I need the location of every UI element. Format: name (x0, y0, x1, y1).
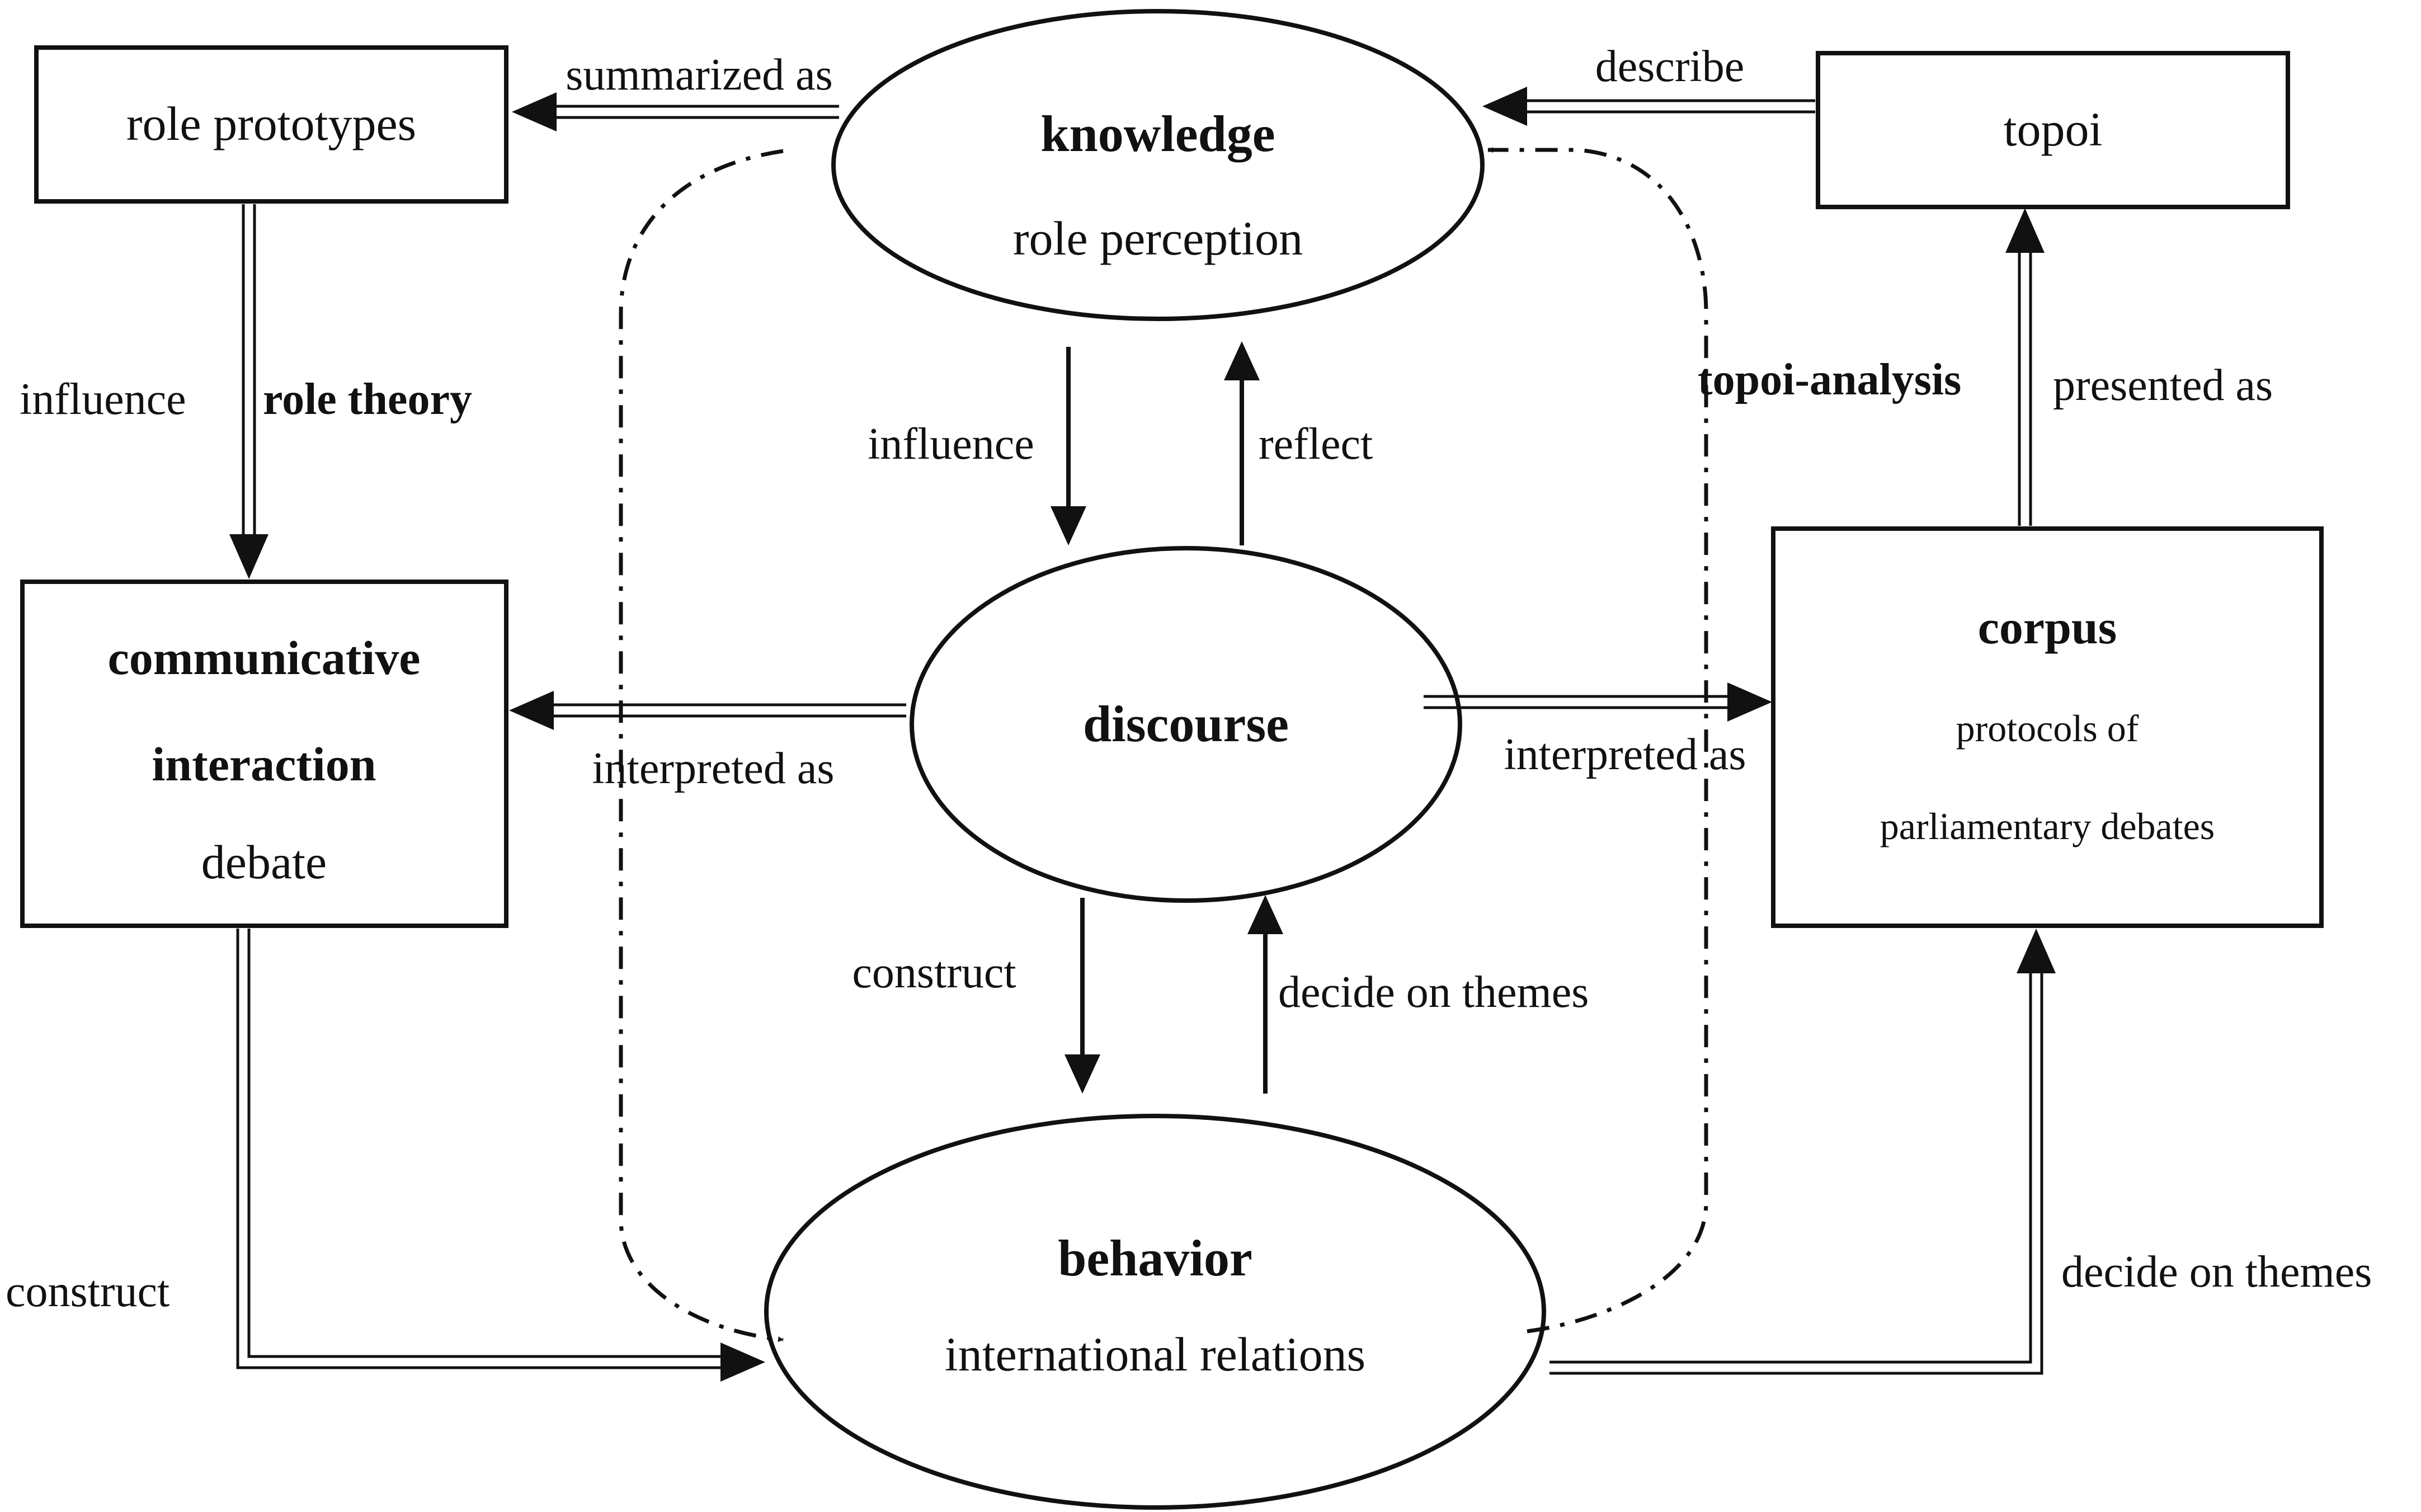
knowledge-subtitle: role perception (1013, 211, 1303, 265)
communicative-interaction-title-2: interaction (152, 737, 376, 791)
arrowhead-influence-center (1051, 506, 1086, 545)
label-summarized-as: summarized as (566, 50, 833, 100)
label-role-theory: role theory (263, 375, 472, 424)
arrow-summarized-as (512, 92, 839, 131)
arrow-interpreted-as-left (509, 691, 906, 730)
arrow-presented-as (2005, 208, 2045, 526)
label-influence-center: influence (868, 420, 1034, 469)
arrow-describe (1482, 87, 1815, 126)
arrow-role-theory (229, 204, 269, 579)
arrowhead-construct-center (1065, 1054, 1100, 1094)
node-topoi: topoi (1816, 51, 2290, 209)
arrow-decide-on-themes-right (1549, 929, 2056, 1375)
node-corpus: corpus protocols of parliamentary debate… (1771, 526, 2324, 928)
label-construct-center: construct (852, 948, 1016, 997)
node-behavior: behavior international relations (764, 1114, 1546, 1510)
label-reflect: reflect (1259, 420, 1373, 469)
arrow-construct-left (236, 929, 765, 1382)
dash-dot-loop-right (1487, 147, 1708, 1334)
discourse-title: discourse (1083, 695, 1289, 752)
knowledge-title: knowledge (1040, 105, 1275, 162)
arrow-interpreted-as-right (1424, 682, 1772, 722)
node-communicative-interaction: communicative interaction debate (20, 580, 508, 928)
label-presented-as: presented as (2053, 361, 2273, 410)
label-interpreted-as-left: interpreted as (592, 744, 834, 793)
node-role-prototypes: role prototypes (34, 45, 508, 204)
node-knowledge: knowledge role perception (831, 9, 1485, 321)
corpus-subtitle-1: protocols of (1956, 707, 2139, 750)
behavior-title: behavior (1058, 1230, 1252, 1287)
label-decide-on-themes-center: decide on themes (1278, 968, 1589, 1017)
label-decide-on-themes-right: decide on themes (2061, 1247, 2372, 1297)
arrowhead-reflect (1224, 341, 1260, 380)
label-influence-left: influence (20, 375, 186, 424)
behavior-subtitle: international relations (945, 1327, 1365, 1381)
communicative-interaction-title-1: communicative (108, 631, 421, 685)
label-construct-left: construct (6, 1267, 169, 1316)
communicative-interaction-subtitle: debate (201, 835, 327, 889)
label-interpreted-as-right: interpreted as (1504, 730, 1746, 779)
label-topoi-analysis: topoi-analysis (1698, 355, 1961, 404)
corpus-subtitle-2: parliamentary debates (1880, 805, 2215, 847)
arrowhead-decide-on-themes-center (1247, 895, 1283, 934)
node-discourse: discourse (910, 546, 1462, 903)
corpus-title: corpus (1978, 600, 2117, 654)
topoi-label: topoi (2004, 102, 2103, 156)
label-describe: describe (1595, 42, 1745, 91)
dash-dot-loop-left (619, 149, 784, 1343)
role-prototypes-label: role prototypes (126, 97, 416, 150)
